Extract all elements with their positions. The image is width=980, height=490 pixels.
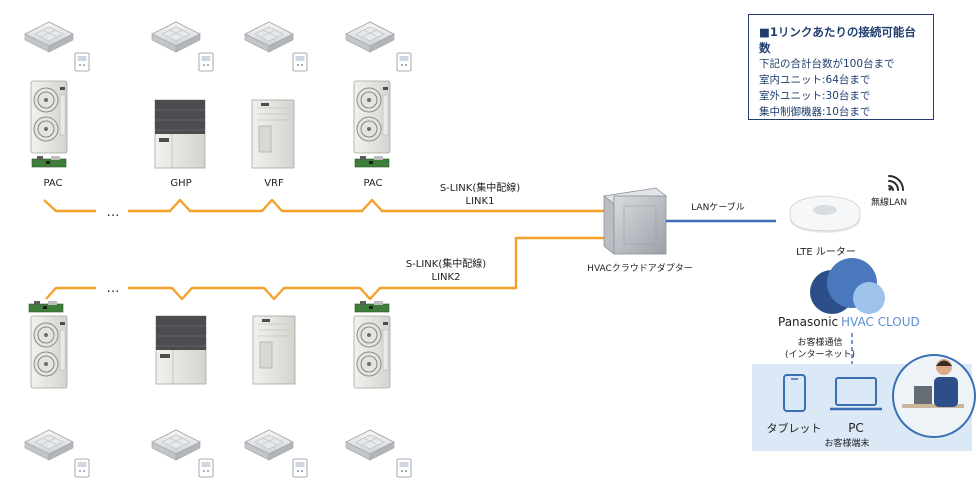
info-box-title: ■1リンクあたりの接続可能台数 [759, 25, 916, 55]
remote-controller-icon [292, 52, 308, 72]
hvac-cloud-adapter-icon [603, 187, 667, 255]
ghp-outdoor-unit-icon [154, 99, 206, 169]
pac-outdoor-unit-icon [30, 315, 68, 389]
pac-outdoor-unit-icon [30, 80, 68, 154]
remote-controller-icon [396, 52, 412, 72]
cassette-indoor-unit-icon [24, 21, 74, 53]
info-box-line: 室外ユニット:30台まで [759, 90, 871, 102]
lte-router-icon [789, 195, 861, 233]
lan-cable-label: LANケーブル [691, 201, 745, 213]
wifi-dot [888, 187, 892, 191]
wifi-icon [888, 175, 904, 191]
cassette-indoor-unit-icon [151, 21, 201, 53]
remote-controller-icon [198, 52, 214, 72]
ellipsis-1: … [107, 205, 120, 220]
link1-id: LINK1 [466, 196, 495, 207]
remote-controller-icon [74, 52, 90, 72]
remote-controller-icon [198, 458, 214, 478]
slink-line-1 [43, 198, 604, 213]
cassette-indoor-unit-icon [345, 429, 395, 461]
cloud-brand: Panasonic [778, 315, 838, 329]
info-box-line: 室内ユニット:64台まで [759, 74, 871, 86]
cassette-indoor-unit-icon [24, 429, 74, 461]
pac-outdoor-unit-icon [353, 80, 391, 154]
hvac-cloud-logo-icon [810, 258, 885, 314]
terminal-label: お客様端末 [824, 437, 869, 449]
person-at-desk-icon [892, 354, 976, 438]
link2-name: S-LINK(集中配線) [406, 257, 486, 270]
cloud-name: HVAC CLOUD [841, 315, 920, 329]
control-board-icon [354, 300, 390, 313]
control-board-icon [31, 155, 67, 168]
cassette-indoor-unit-icon [151, 429, 201, 461]
remote-controller-icon [396, 458, 412, 478]
vrf-outdoor-unit-icon [252, 315, 296, 385]
router-label: LTE ルーター [796, 246, 856, 258]
info-box-line: 下記の合計台数が100台まで [759, 58, 895, 70]
ghp-outdoor-unit-icon [155, 315, 207, 385]
slink-line-2 [45, 236, 604, 301]
unit-label: PAC [363, 178, 382, 189]
unit-label: GHP [170, 178, 191, 189]
vrf-outdoor-unit-icon [251, 99, 295, 169]
customer-comm-line2: (インターネット) [785, 349, 855, 360]
tablet-label: タブレット [767, 421, 822, 435]
control-board-icon [28, 300, 64, 313]
cassette-indoor-unit-icon [244, 21, 294, 53]
unit-label: PAC [43, 178, 62, 189]
link2-id: LINK2 [432, 272, 461, 283]
pc-label: PC [848, 421, 864, 435]
tablet-icon [783, 374, 806, 412]
wireless-label: 無線LAN [871, 196, 907, 208]
remote-controller-icon [292, 458, 308, 478]
cassette-indoor-unit-icon [345, 21, 395, 53]
link1-name: S-LINK(集中配線) [440, 181, 520, 194]
customer-comm-line1: お客様通信 [797, 336, 842, 348]
laptop-icon [830, 377, 882, 411]
info-box-line: 集中制御機器:10台まで [759, 106, 871, 118]
cassette-indoor-unit-icon [244, 429, 294, 461]
connection-limit-box: ■1リンクあたりの接続可能台数 下記の合計台数が100台まで 室内ユニット:64… [748, 14, 934, 120]
adapter-label: HVACクラウドアダプター [587, 262, 693, 274]
remote-controller-icon [74, 458, 90, 478]
ellipsis-2: … [107, 281, 120, 296]
control-board-icon [354, 155, 390, 168]
pac-outdoor-unit-icon [353, 315, 391, 389]
unit-label: VRF [264, 178, 284, 189]
